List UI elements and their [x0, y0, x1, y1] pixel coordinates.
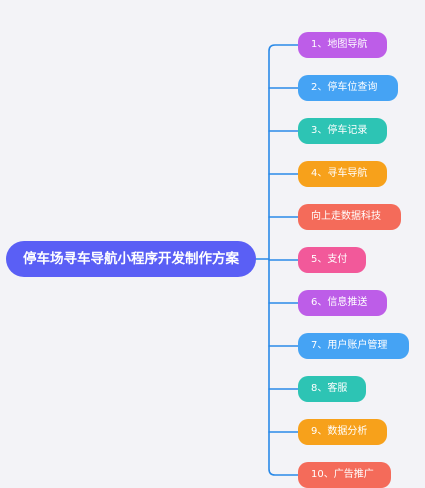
branch-node[interactable]: 3、停车记录	[298, 118, 387, 144]
branch-node[interactable]: 4、寻车导航	[298, 161, 387, 187]
branch-node[interactable]: 8、客服	[298, 376, 366, 402]
branch-node[interactable]: 1、地图导航	[298, 32, 387, 58]
branch-node[interactable]: 7、用户账户管理	[298, 333, 409, 359]
root-node[interactable]: 停车场寻车导航小程序开发制作方案	[6, 241, 256, 277]
branch-node[interactable]: 2、停车位查询	[298, 75, 398, 101]
branch-node[interactable]: 5、支付	[298, 247, 366, 273]
branch-node[interactable]: 向上走数据科技	[298, 204, 401, 230]
branch-node[interactable]: 6、信息推送	[298, 290, 387, 316]
branch-node[interactable]: 9、数据分析	[298, 419, 387, 445]
branch-node[interactable]: 10、广告推广	[298, 462, 391, 488]
